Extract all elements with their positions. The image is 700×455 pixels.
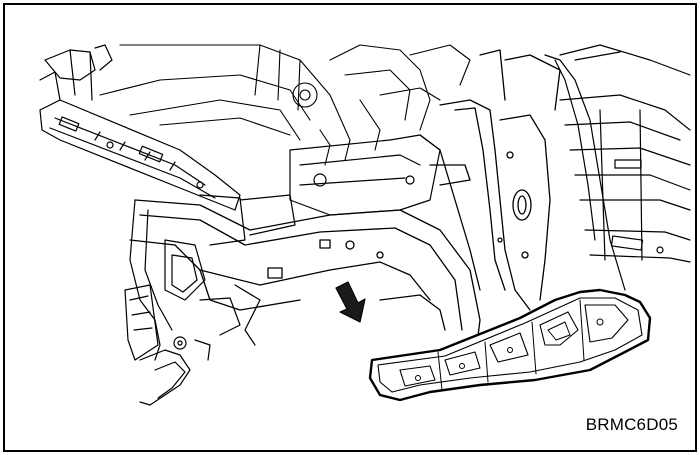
figure-frame (3, 3, 697, 452)
rocker-reinforcement-panel (368, 288, 652, 402)
door-opening (544, 44, 691, 291)
strut-tower (199, 134, 441, 246)
a-pillar (419, 49, 561, 311)
engine-bay-structure (99, 44, 471, 166)
arrow-down-right-icon (335, 281, 366, 323)
front-side-member (129, 199, 481, 361)
figure-code: BRMC6D05 (585, 415, 678, 434)
front-crossmember (39, 44, 241, 211)
front-lower-structure (124, 199, 261, 406)
